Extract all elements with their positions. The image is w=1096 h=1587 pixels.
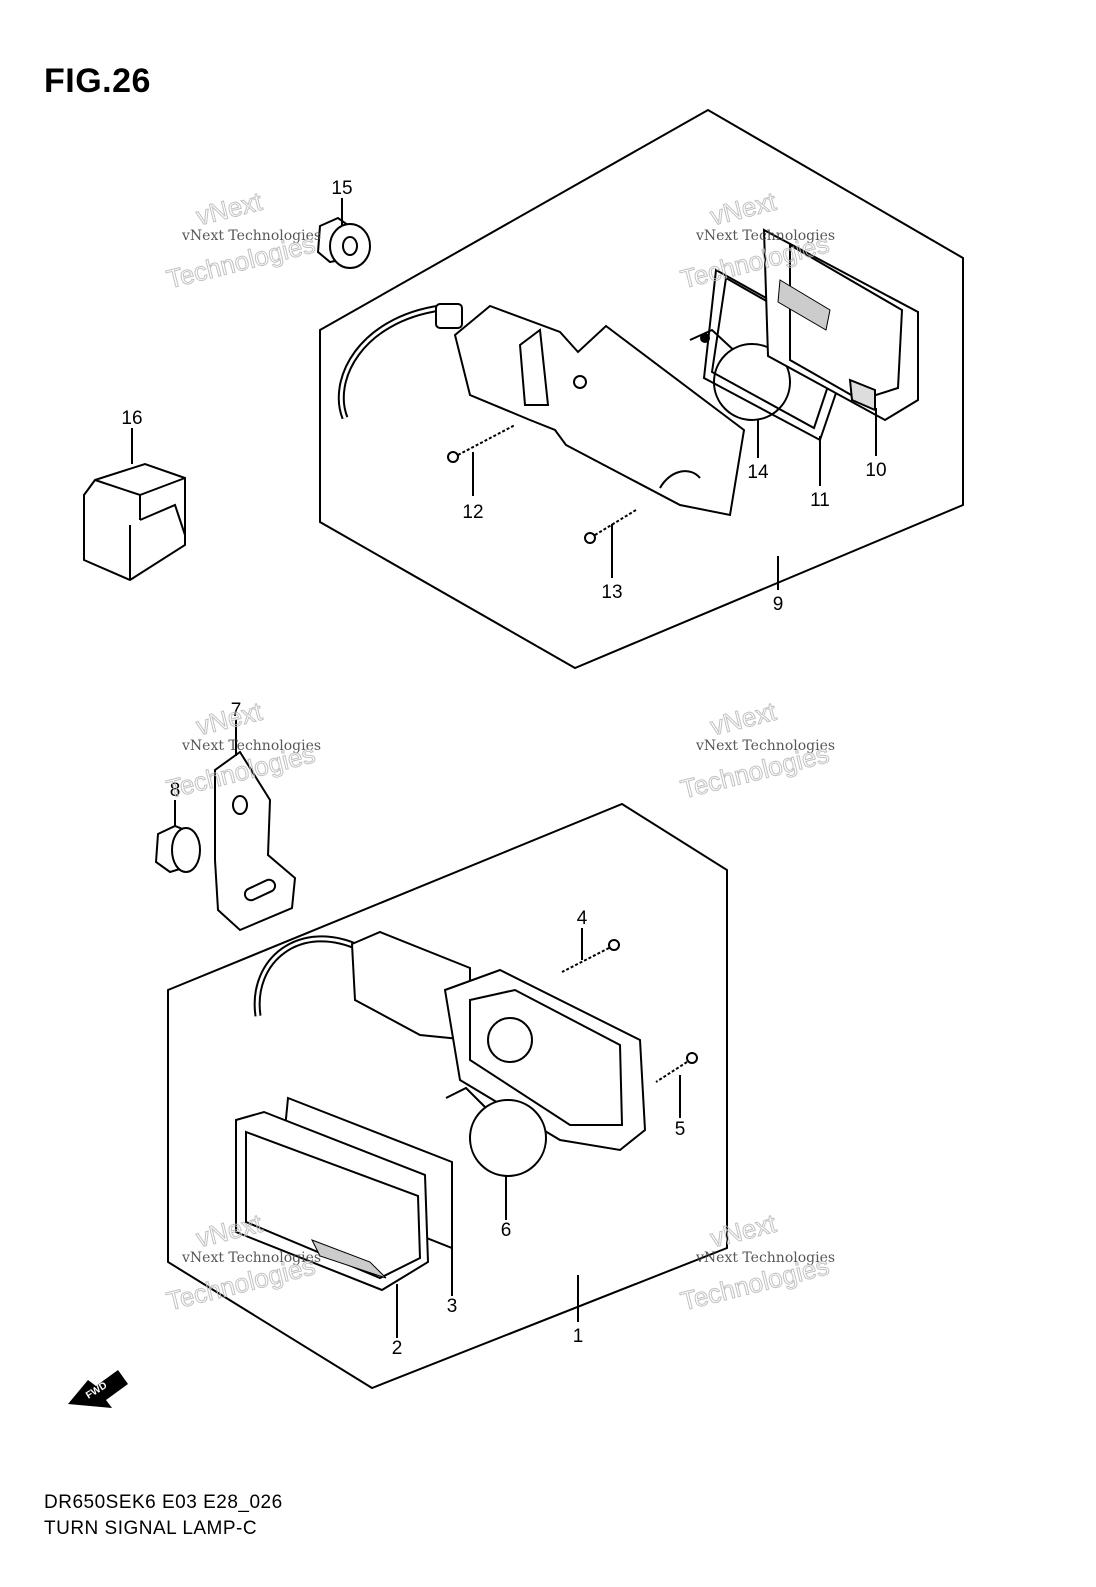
watermark: vNext vNext Technologies Technologies — [163, 695, 321, 804]
screw-5 — [655, 1052, 698, 1083]
figure-title: FIG.26 — [44, 62, 151, 100]
watermark: vNext vNext Technologies Technologies — [677, 695, 835, 804]
screw-12 — [447, 424, 516, 463]
callout-numbers: 15 16 12 13 14 11 10 9 7 8 4 5 6 2 3 1 — [121, 178, 886, 1359]
callout-7: 7 — [231, 700, 242, 721]
assembly-9-outline — [319, 108, 964, 670]
collar-8 — [154, 824, 201, 874]
model-code: DR650SEK6 E03 E28_026 — [44, 1492, 283, 1513]
callout-15: 15 — [331, 178, 352, 199]
svg-text:vNext: vNext — [193, 696, 265, 741]
callout-1: 1 — [573, 1326, 584, 1347]
svg-text:vNext: vNext — [707, 186, 779, 231]
watermark: vNext vNext Technologies Technologies — [677, 1207, 835, 1316]
callout-14: 14 — [747, 462, 769, 483]
callout-12: 12 — [462, 502, 483, 523]
svg-text:vNext Technologies: vNext Technologies — [695, 228, 835, 244]
callout-10: 10 — [865, 460, 886, 481]
svg-text:vNext Technologies: vNext Technologies — [181, 1250, 321, 1266]
callout-13: 13 — [601, 582, 622, 603]
leader-lines — [131, 198, 877, 1338]
svg-text:vNext Technologies: vNext Technologies — [181, 738, 321, 754]
svg-text:vNext: vNext — [193, 1208, 265, 1253]
front-lamp-housing — [253, 930, 647, 1152]
connector-16 — [83, 462, 186, 582]
callout-3: 3 — [447, 1296, 458, 1317]
front-lens — [235, 1110, 430, 1292]
callout-6: 6 — [501, 1220, 512, 1241]
grommet-15 — [316, 216, 371, 269]
callout-16: 16 — [121, 408, 142, 429]
callout-4: 4 — [577, 908, 588, 929]
svg-text:vNext Technologies: vNext Technologies — [695, 738, 835, 754]
callout-5: 5 — [675, 1119, 686, 1140]
svg-text:vNext: vNext — [707, 696, 779, 741]
rear-lamp-housing — [337, 303, 746, 517]
svg-text:vNext Technologies: vNext Technologies — [695, 1250, 835, 1266]
front-bulb — [445, 1086, 547, 1177]
svg-text:vNext Technologies: vNext Technologies — [181, 228, 321, 244]
watermark: vNext vNext Technologies Technologies — [163, 185, 321, 294]
rear-lens — [762, 228, 919, 422]
callout-2: 2 — [392, 1338, 403, 1359]
screw-13 — [584, 509, 637, 544]
assembly-1-outline — [167, 802, 728, 1390]
bracket-7 — [214, 750, 297, 932]
forward-direction-arrow-icon: FWD — [68, 1370, 128, 1408]
callout-9: 9 — [773, 594, 784, 615]
svg-text:vNext: vNext — [193, 186, 265, 231]
section-name: TURN SIGNAL LAMP-C — [44, 1518, 258, 1539]
svg-text:vNext: vNext — [707, 1208, 779, 1253]
callout-8: 8 — [170, 780, 181, 801]
callout-11: 11 — [810, 490, 830, 511]
screw-4 — [561, 939, 620, 973]
